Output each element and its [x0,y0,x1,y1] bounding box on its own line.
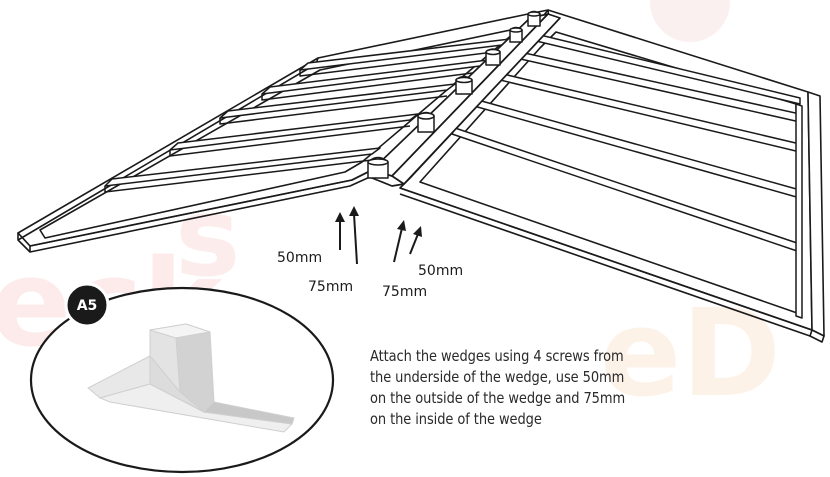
arrow-right-long [393,220,406,263]
instruction-line-4: on the inside of the wedge [370,410,542,428]
ridge-wedge-5 [509,26,523,43]
ridge-wedge-1 [367,156,389,179]
ridge-wedge-6 [527,10,541,27]
measure-right-short: 50mm [418,263,463,279]
ridge-wedges [367,10,541,179]
detail-badge: A5 [64,282,110,328]
wedge-detail-illustration [87,323,295,433]
measure-left-short: 50mm [277,250,322,266]
ridge-wedge-3 [455,75,473,95]
screw-arrows [335,206,422,265]
measure-left-long: 75mm [308,279,353,295]
left-purlins [104,37,519,193]
arrow-right-short [409,226,422,255]
arrow-left-short [335,212,345,250]
ridge-wedge-4 [485,48,501,66]
arrow-left-long [349,206,359,265]
instruction-line-2: the underside of the wedge, use 50mm [370,368,625,386]
right-roof-panel [399,9,825,343]
instruction-line-1: Attach the wedges using 4 screws from [370,347,624,365]
detail-callout: A5 [29,282,335,474]
detail-badge-label: A5 [77,298,98,314]
instruction-text: Attach the wedges using 4 screws from th… [370,346,647,430]
measure-right-long: 75mm [382,284,427,300]
ridge-wedge-2 [417,111,435,133]
instruction-line-3: on the outside of the wedge and 75mm [370,389,626,407]
right-purlins [451,33,803,319]
